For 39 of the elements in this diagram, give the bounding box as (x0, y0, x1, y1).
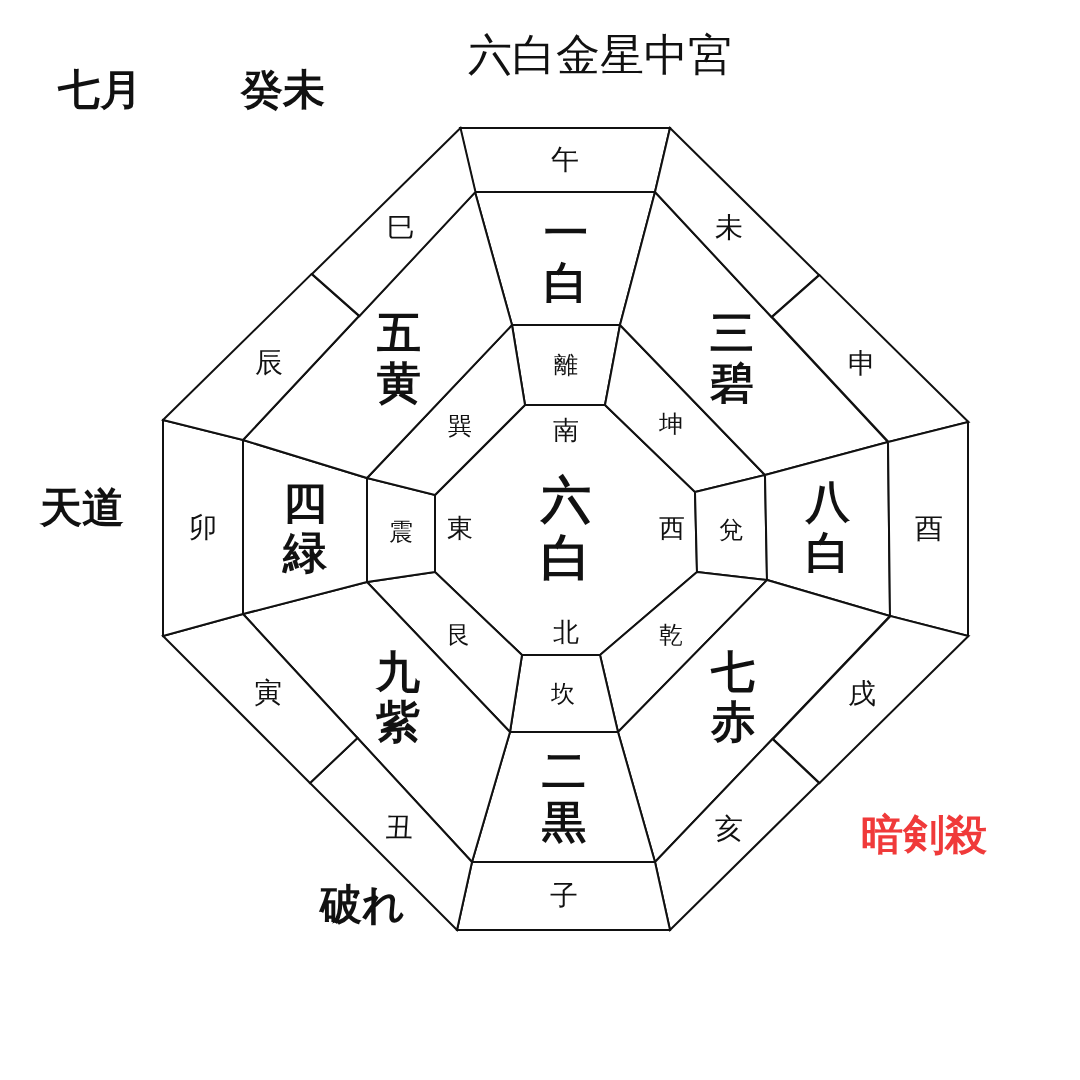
star-label: 二黒 (541, 746, 586, 848)
trigram-label: 震 (389, 519, 413, 544)
branch-label: 戌 (848, 679, 877, 708)
chart-title: 六白金星中宮 (468, 33, 732, 77)
branch-label: 酉 (914, 515, 943, 543)
branch-label: 辰 (255, 348, 284, 377)
trigram-label: 艮 (446, 623, 471, 648)
month-stem-branch-label: 癸未 (241, 69, 325, 111)
direction-label: 東 (447, 515, 473, 541)
trigram-label: 坎 (550, 681, 575, 706)
branch-label: 卯 (189, 513, 217, 542)
star-label: 五黄 (377, 308, 422, 410)
direction-label: 北 (553, 619, 579, 645)
trigram-label: 兌 (719, 517, 743, 542)
branch-label: 申 (847, 350, 876, 378)
branch-label: 丑 (385, 814, 414, 843)
trigram-label: 離 (553, 353, 578, 377)
branch-label: 寅 (254, 678, 283, 707)
trigram-label: 坤 (659, 412, 684, 437)
trigram-label: 巽 (447, 413, 472, 438)
direction-note: 暗剣殺 (861, 814, 987, 856)
branch-label: 午 (551, 146, 579, 174)
direction-note: 破れ (319, 884, 405, 926)
branch-label: 未 (714, 214, 743, 242)
star-label: 三碧 (710, 307, 754, 410)
trigram-label: 乾 (658, 622, 683, 647)
star-label: 一白 (543, 207, 588, 310)
direction-label: 西 (659, 515, 685, 541)
star-label: 九紫 (376, 646, 420, 749)
branch-label: 亥 (715, 814, 744, 843)
star-label: 七赤 (710, 646, 755, 749)
star-label: 六白 (541, 470, 591, 586)
direction-note: 天道 (40, 487, 124, 529)
branch-label: 子 (549, 882, 578, 910)
month-label: 七月 (58, 69, 142, 111)
star-label: 八白 (805, 477, 850, 579)
branch-label: 巳 (387, 213, 416, 242)
star-label: 四緑 (283, 477, 327, 580)
direction-label: 南 (553, 417, 579, 443)
